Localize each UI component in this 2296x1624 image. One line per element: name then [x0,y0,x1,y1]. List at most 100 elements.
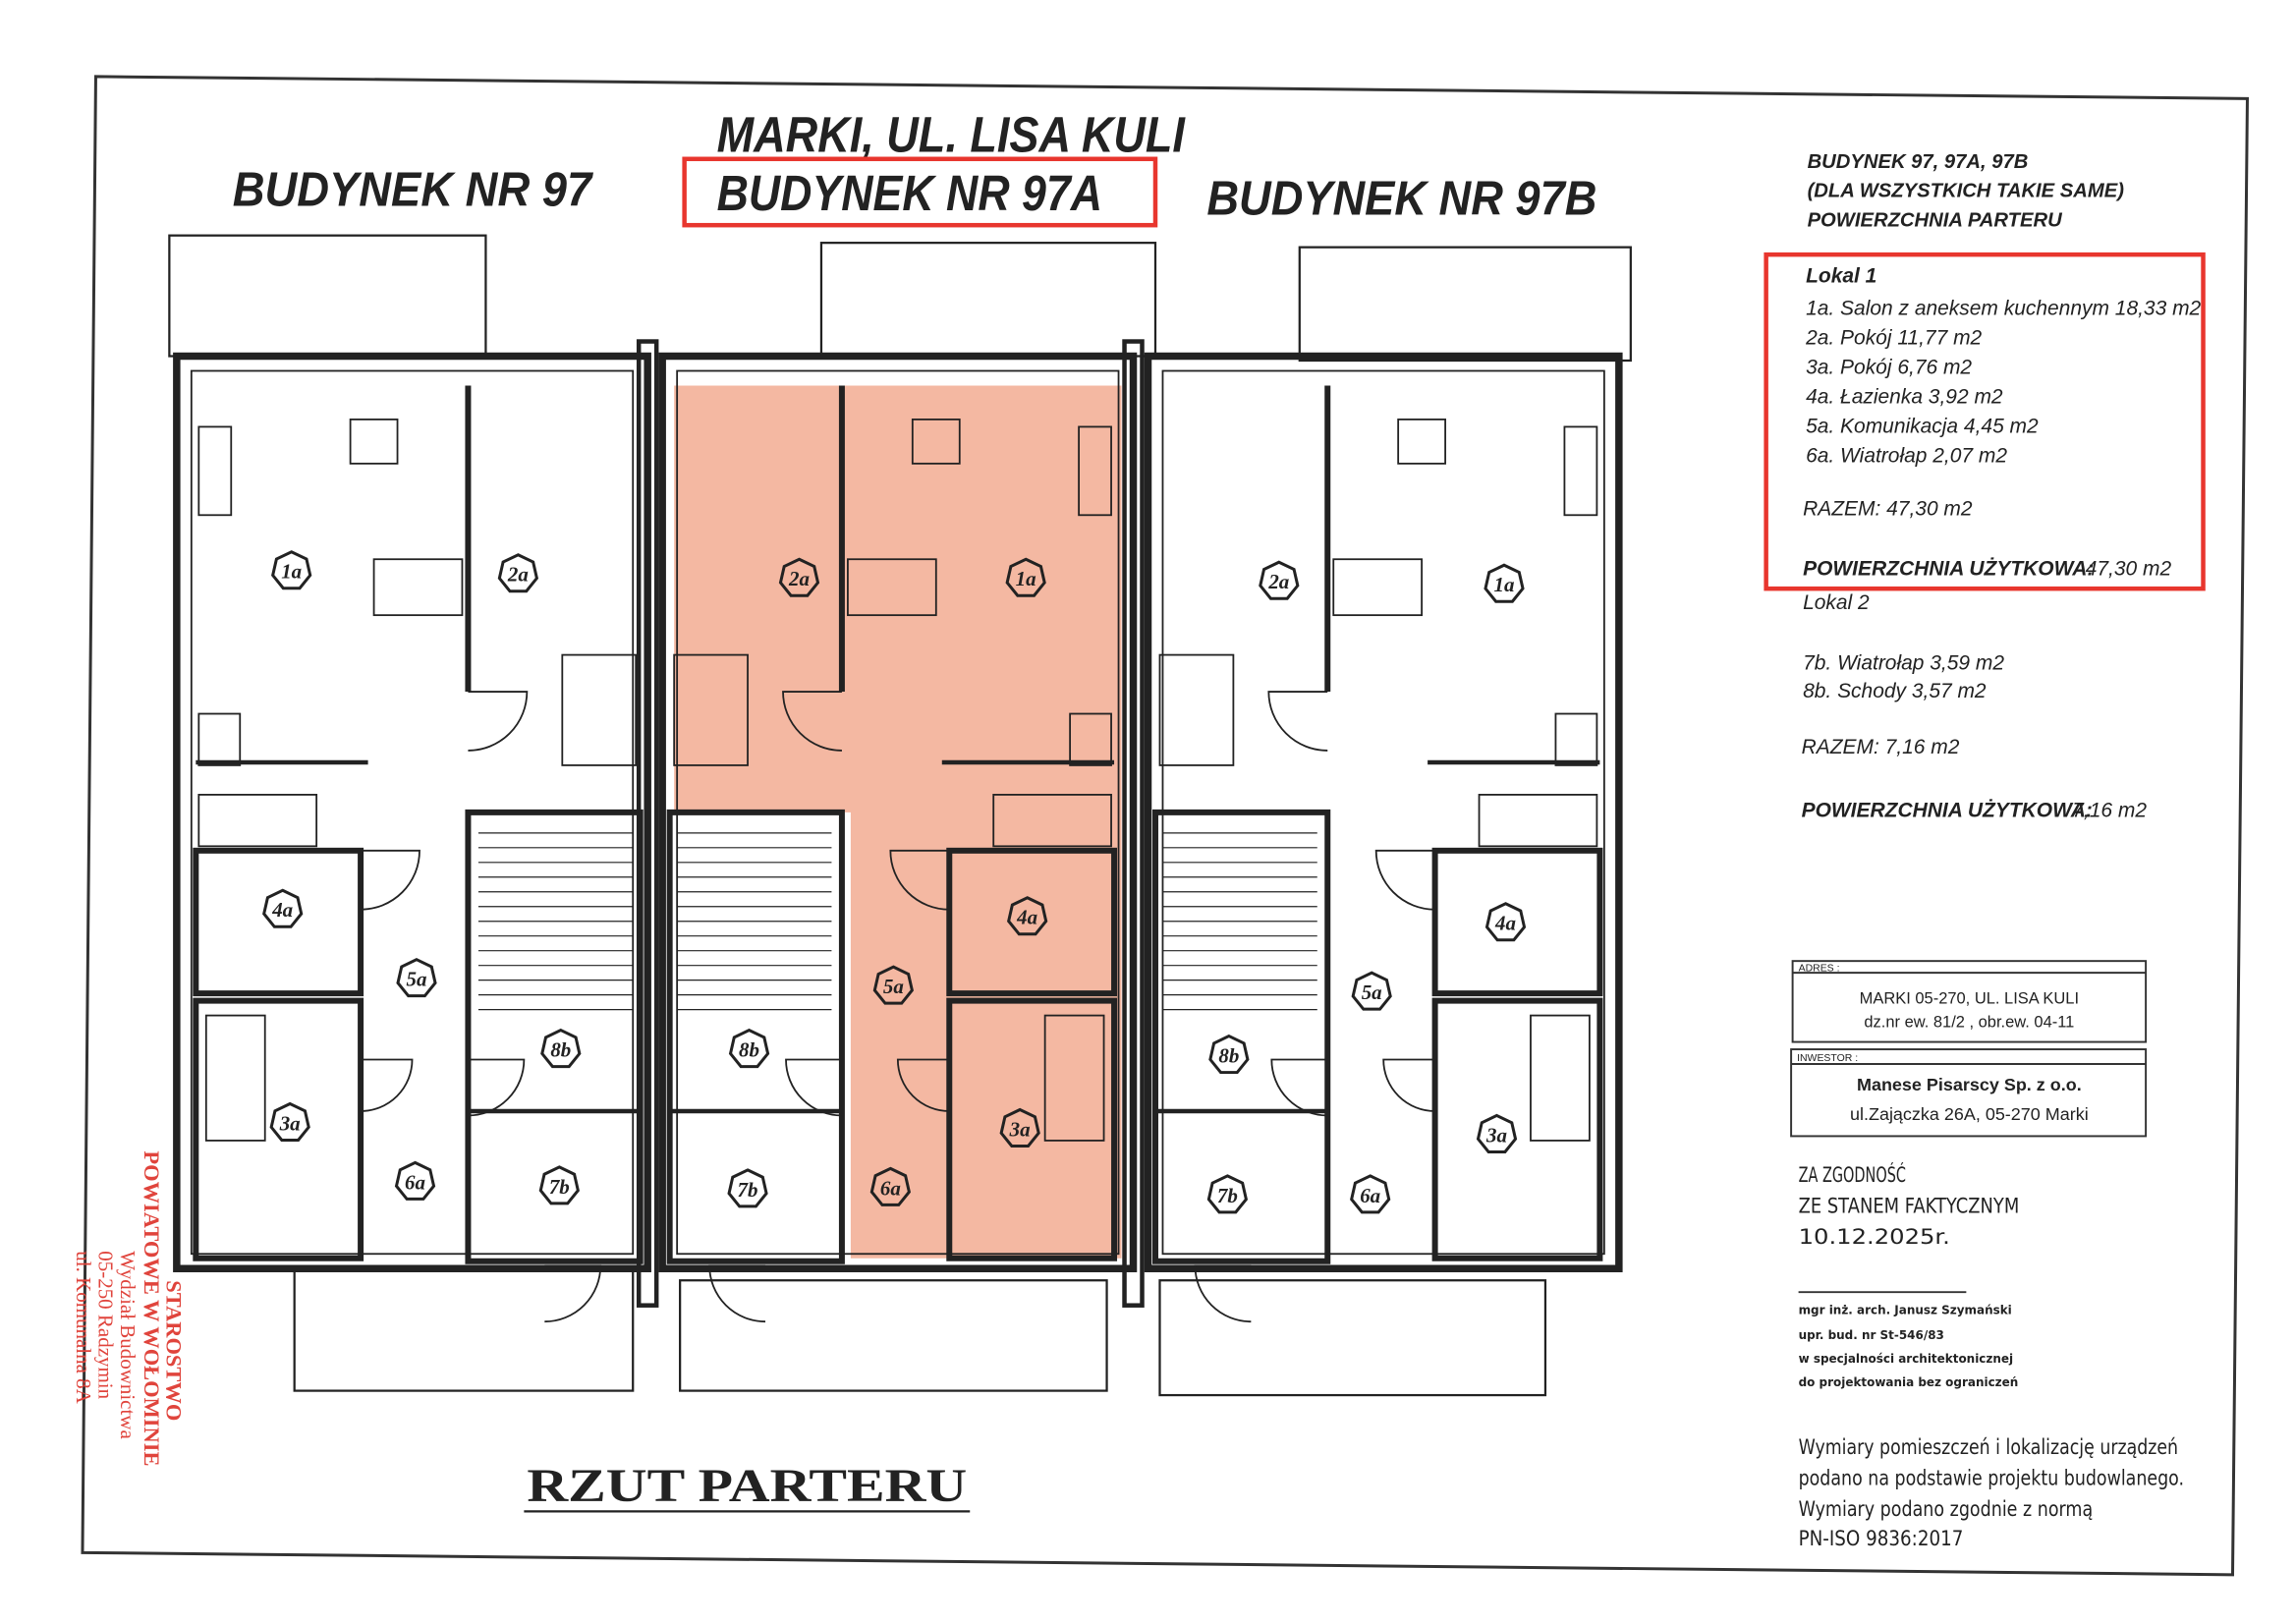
room-label-2a: 2a [497,553,539,593]
door-swing [1382,1058,1435,1112]
building-title-97: BUDYNEK NR 97 [233,163,594,217]
svg-text:POWIATOWE W WOŁOMINIE: POWIATOWE W WOŁOMINIE [140,1150,164,1466]
bathroom-wall [1431,847,1603,997]
room-number: 4a [1016,906,1037,929]
room-number: 4a [271,898,293,922]
room-number: 6a [880,1176,901,1200]
entrance-porch [293,1267,635,1392]
room-label-5a: 5a [1351,971,1392,1011]
boiler-unit [992,794,1112,848]
svg-text:47,30 m2: 47,30 m2 [2086,558,2172,581]
bed [1530,1014,1591,1142]
room-marker-octagon [1484,563,1525,603]
room-marker-octagon [538,1165,580,1205]
room-label-3a: 3a [1476,1113,1518,1153]
room-number: 1a [1016,567,1036,590]
floor-plan [168,234,1632,1397]
bedroom-wall [1431,997,1603,1261]
svg-text:Wymiary podano zgodnie z normą: Wymiary podano zgodnie z normą [1799,1497,2094,1521]
stove [1069,712,1112,766]
svg-text:4a. Łazienka 3,92 m2: 4a. Łazienka 3,92 m2 [1806,385,2003,408]
authority-stamp: STAROSTWO POWIATOWE W WOŁOMINIE Wydział … [72,1150,186,1466]
room-marker-octagon [1206,1174,1249,1214]
bed [204,1014,266,1142]
room-marker-octagon [1005,557,1046,597]
room-number: 8b [739,1038,759,1062]
svg-text:3a. Pokój 6,76 m2: 3a. Pokój 6,76 m2 [1806,356,1972,378]
room-label-1a: 1a [271,550,312,590]
room-label-3a: 3a [999,1107,1040,1148]
room-number: 3a [1009,1117,1031,1141]
room-label-5a: 5a [872,965,914,1005]
room-marker-octagon [1208,1034,1250,1075]
plan-title: RZUT PARTERU [527,1460,967,1512]
door-swing [1374,849,1435,911]
door-swing [708,1264,766,1323]
door-swing [896,1058,950,1112]
exterior-wall [1144,352,1623,1272]
bed [673,653,749,766]
room-number: 2a [788,567,810,590]
svg-text:STAROSTWO: STAROSTWO [161,1280,186,1421]
room-label-2a: 2a [1259,560,1300,600]
svg-text:PN-ISO 9836:2017: PN-ISO 9836:2017 [1799,1527,1964,1550]
staircase-wall [1151,809,1331,1264]
stove [1554,712,1598,766]
balcony [1298,246,1632,363]
parcel-line: dz.nr ew. 81/2 , obr.ew. 04-11 [1864,1014,2074,1032]
room-label-1a: 1a [1484,563,1525,603]
door-swing [361,849,420,911]
cabinet [197,425,233,517]
svg-text:10.12.2025r.: 10.12.2025r. [1799,1225,1950,1249]
svg-text:ZE STANEM FAKTYCZNYM: ZE STANEM FAKTYCZNYM [1799,1194,2020,1217]
room-label-6a: 6a [1350,1174,1391,1214]
bathroom-wall [193,847,364,997]
svg-text:BUDYNEK 97, 97A, 97B: BUDYNEK 97, 97A, 97B [1808,151,2029,173]
staircase-wall [666,809,845,1264]
room-marker-octagon [872,965,914,1005]
room-number: 5a [883,975,904,998]
room-label-3a: 3a [269,1101,310,1142]
door-swing [1194,1264,1252,1323]
highlight-box-97a [682,156,1158,228]
room-number: 1a [281,560,302,584]
svg-text:1a. Salon z aneksem kuchennym: 1a. Salon z aneksem kuchennym 18,33 m2 [1806,298,2201,320]
entrance-porch [1158,1279,1547,1397]
cabinet [1078,425,1112,517]
staircase-wall [465,809,644,1264]
balcony [168,234,487,358]
balcony [819,242,1157,358]
room-number: 6a [405,1170,425,1194]
boiler-unit [1478,794,1598,848]
cabinet [1563,425,1598,517]
room-number: 2a [507,563,529,587]
door-swing [468,691,529,752]
room-marker-octagon [1476,1113,1518,1153]
room-label-6a: 6a [869,1166,912,1206]
architect-credentials: mgr inż. arch. Janusz Szymański upr. bud… [1799,1304,2019,1389]
room-marker-octagon [262,888,304,928]
exterior-wall [173,352,651,1272]
boiler-unit [197,794,318,848]
svg-text:POWIERZCHNIA UŻYTKOWA:: POWIERZCHNIA UŻYTKOWA: [1802,799,2093,821]
room-number: 3a [1485,1123,1507,1147]
svg-text:upr. bud. nr St-546/83: upr. bud. nr St-546/83 [1799,1328,1944,1342]
room-number: 6a [1360,1184,1380,1207]
door-swing [544,1264,602,1323]
armchair [1397,419,1446,465]
room-marker-octagon [269,1101,310,1142]
room-marker-octagon [999,1107,1040,1148]
room-marker-octagon [271,550,312,590]
svg-text:POWIERZCHNIA UŻYTKOWA:: POWIERZCHNIA UŻYTKOWA: [1803,558,2094,581]
investor-address: ul.Zajączka 26A, 05-270 Marki [1850,1104,2089,1124]
party-wall [1122,339,1145,1308]
room-marker-octagon [497,553,539,593]
room-marker-octagon [1350,1174,1391,1214]
room-label-4a: 4a [262,888,304,928]
investor-name: Manese Pisarscy Sp. z o.o. [1857,1075,2082,1094]
bathroom-wall [946,847,1118,997]
building-title-97a: BUDYNEK NR 97A [717,165,1102,221]
room-number: 1a [1494,573,1515,596]
room-number: 7b [738,1178,758,1202]
